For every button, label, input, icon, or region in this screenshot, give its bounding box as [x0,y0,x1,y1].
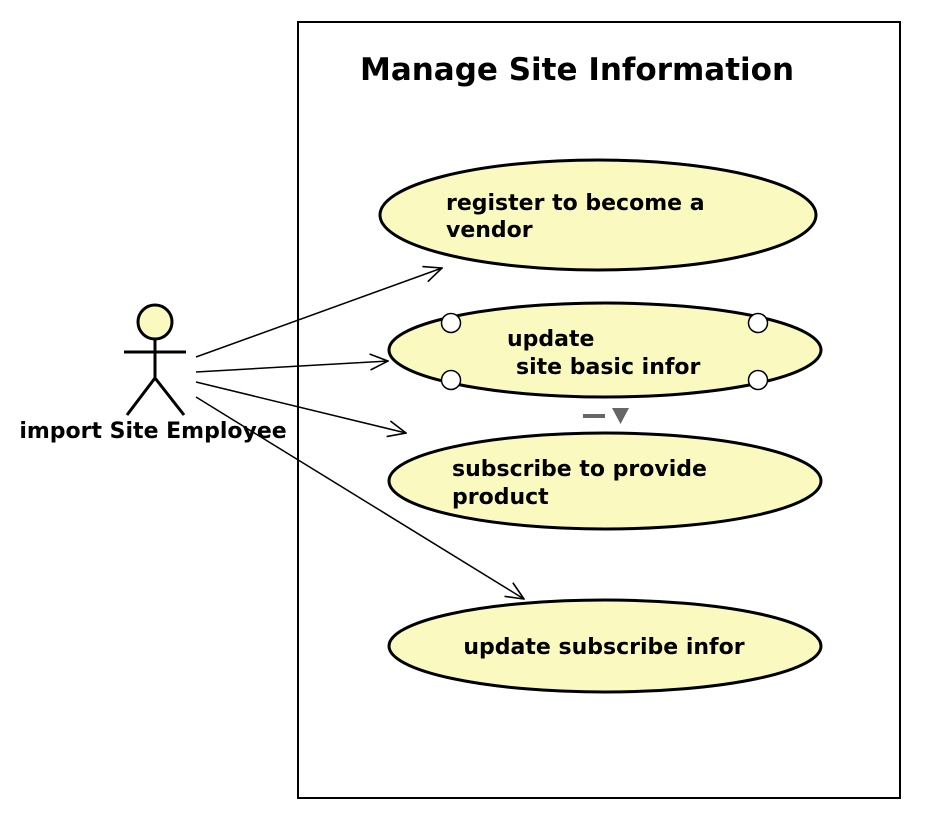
use-case-subscribe-provide-product[interactable]: subscribe to provide product [387,431,823,531]
selection-handle-top-left[interactable] [440,312,462,334]
system-title: Manage Site Information [360,52,794,88]
use-case-label: subscribe to provide product [452,457,715,510]
use-case-label-line: site basic infor [516,355,701,380]
use-case-register-vendor[interactable]: register to become a vendor [378,158,818,272]
actor-import-site-employee[interactable] [124,303,186,416]
actor-right-leg [153,377,186,416]
use-case-update-site-basic-infor[interactable]: update site basic infor [387,301,823,399]
use-case-label: update site basic infor [507,327,701,380]
association-line-update-subscribe[interactable] [195,396,524,599]
actor-left-leg [125,377,157,416]
use-case-update-subscribe-infor[interactable]: update subscribe infor [387,598,823,694]
use-case-ellipse [387,431,823,531]
use-case-label-line: update subscribe infor [463,635,744,660]
actor-label: import Site Employee [19,419,286,444]
use-case-ellipse [387,598,823,694]
use-case-label: update subscribe infor [463,635,744,660]
use-case-label-line: vendor [446,218,533,243]
selection-handle-top-right[interactable] [747,312,769,334]
collapse-marker-icon[interactable] [583,408,629,424]
use-case-ellipse [387,301,823,399]
use-case-label: register to become a vendor [446,191,712,243]
actor-head [136,303,174,341]
association-line-subscribe[interactable] [195,381,406,433]
selection-handle-bottom-left[interactable] [440,369,462,391]
use-case-ellipse [378,158,818,272]
use-case-label-line: register to become a [446,191,705,216]
association-line-update-site[interactable] [195,361,388,373]
selection-handle-bottom-right[interactable] [747,369,769,391]
use-case-label-line: update [507,327,594,352]
use-case-label-line: subscribe to provide [452,457,707,482]
use-case-label-line: product [452,485,549,510]
association-line-register[interactable] [195,268,442,358]
